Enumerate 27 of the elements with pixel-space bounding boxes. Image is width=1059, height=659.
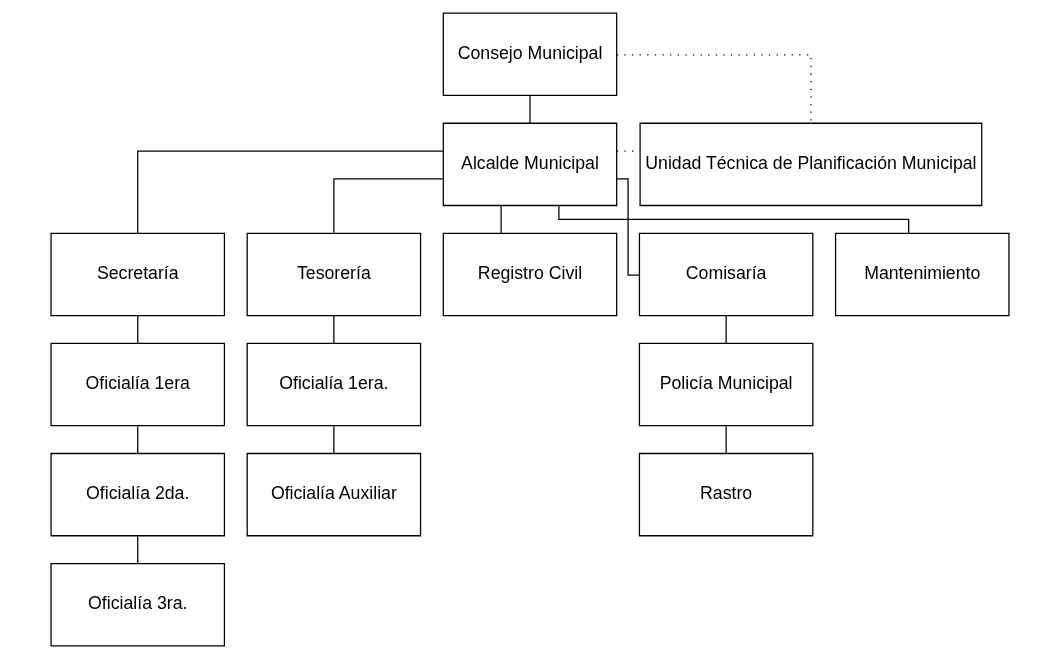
connector [136,425,138,454]
node-box: Oficialía 2da. [49,452,225,537]
node-box: Mantenimiento [834,232,1010,317]
node-box: Registro Civil [442,232,617,317]
connector [332,178,443,234]
connector [136,315,138,344]
node-box: Consejo Municipal [442,12,617,97]
node-box: Oficialía Auxiliar [246,452,421,537]
node-box: Policía Municipal [638,342,813,427]
node-box: Tesorería [246,232,421,317]
connector [332,425,334,454]
node-box: Alcalde Municipal [442,122,617,207]
connector [136,150,444,234]
connector [136,535,138,565]
node-box: Oficialía 1era [49,342,225,427]
node-box: Oficialía 1era. [246,342,421,427]
node-box: Unidad Técnica de Planificación Municipal [638,122,982,207]
connector [725,315,727,344]
connector [528,95,531,124]
node-box: Comisaría [638,232,813,317]
node-box: Rastro [638,452,813,537]
connector [499,205,502,234]
node-box: Oficialía 3ra. [49,562,225,647]
connector [332,315,334,344]
connector [725,425,727,454]
connector [615,178,640,276]
node-box: Secretaría [49,232,225,317]
